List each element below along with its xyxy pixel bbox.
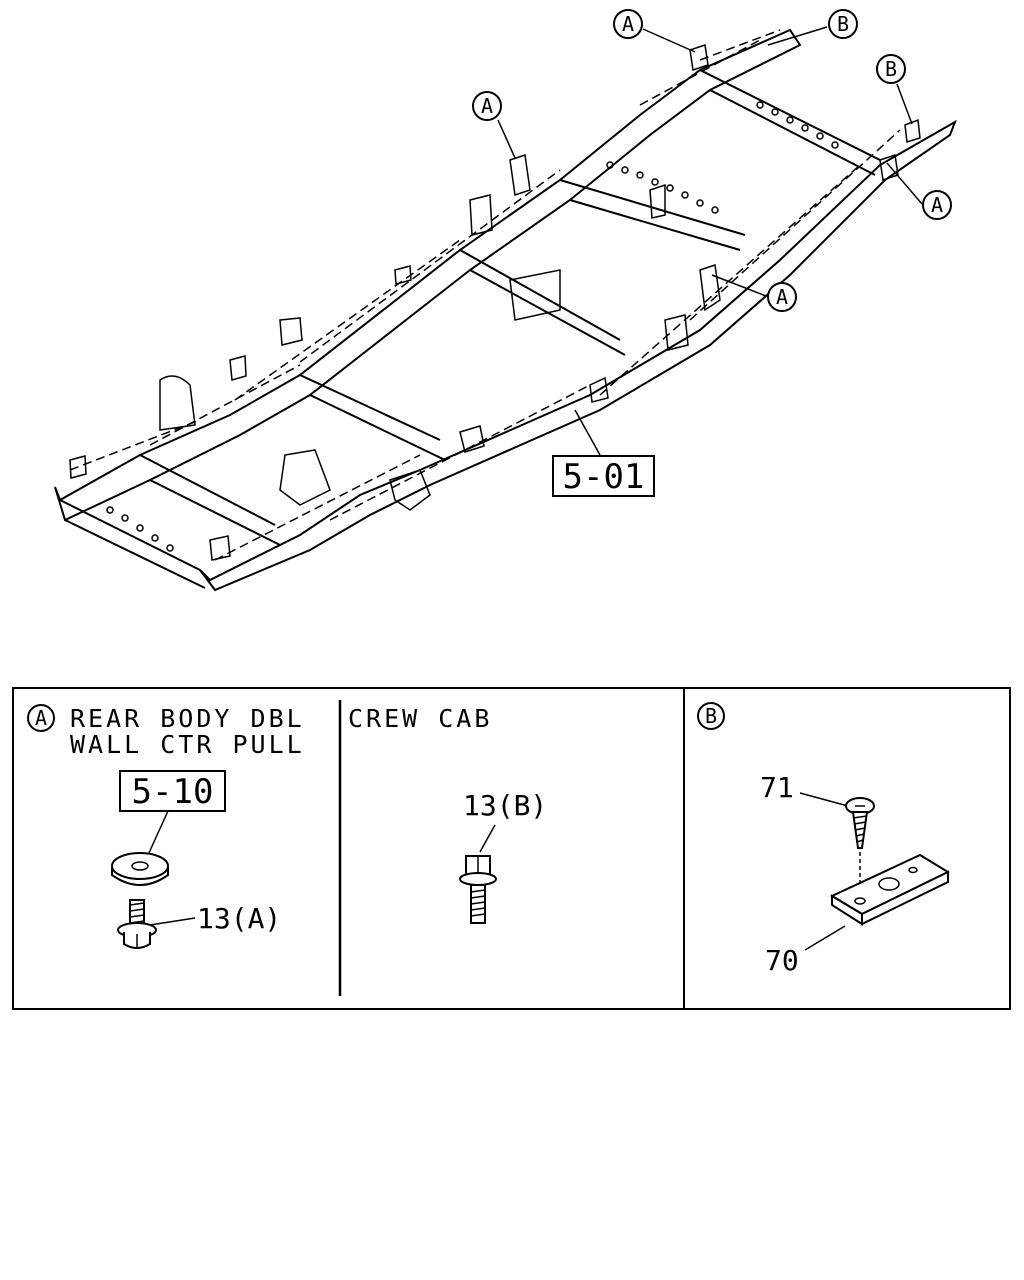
svg-text:B: B — [885, 57, 897, 81]
marker-a-middle: A — [767, 282, 797, 312]
panel-b-marker: B — [697, 702, 725, 730]
panel-a-title-line1: REAR BODY DBL — [70, 704, 305, 733]
svg-text:B: B — [837, 12, 849, 36]
marker-a-top: A — [613, 9, 643, 39]
washer-icon — [111, 852, 169, 886]
panel-a-title-line2: WALL CTR PULL — [70, 730, 305, 759]
screw-71-icon — [845, 797, 875, 849]
bolt-13b-icon — [459, 855, 497, 924]
marker-b-top: B — [828, 9, 858, 39]
svg-text:A: A — [776, 285, 788, 309]
marker-a-left: A — [472, 91, 502, 121]
panel-b: B 71 70 — [697, 702, 951, 977]
svg-text:A: A — [35, 706, 47, 730]
frame-callout-box: 5-01 — [552, 455, 655, 497]
frame-callout-label: 5-01 — [563, 457, 645, 497]
marker-a-right: A — [922, 190, 952, 220]
panel-a-marker: A — [27, 704, 55, 732]
part-70-label: 70 — [765, 944, 799, 977]
svg-text:A: A — [931, 193, 943, 217]
svg-text:A: A — [622, 12, 634, 36]
panel-a: A REAR BODY DBL WALL CTR PULL 5-10 13(A) — [27, 704, 305, 949]
svg-text:B: B — [705, 704, 717, 728]
svg-text:A: A — [481, 94, 493, 118]
legend-table — [12, 687, 1011, 1010]
svg-text:5-10: 5-10 — [132, 772, 214, 812]
part-13b-label: 13(B) — [463, 789, 547, 822]
part-71-label: 71 — [760, 771, 794, 804]
marker-b-right: B — [876, 54, 906, 84]
chassis-frame-drawing — [54, 26, 957, 592]
panel-a-ref-box: 5-10 — [119, 770, 226, 812]
part-13a-label: 13(A) — [197, 902, 281, 935]
crew-cab-title: CREW CAB — [348, 704, 492, 733]
panel-crew-cab: CREW CAB 13(B) — [348, 704, 547, 924]
plate-70-icon — [829, 853, 951, 926]
bolt-13a-icon — [117, 899, 157, 949]
